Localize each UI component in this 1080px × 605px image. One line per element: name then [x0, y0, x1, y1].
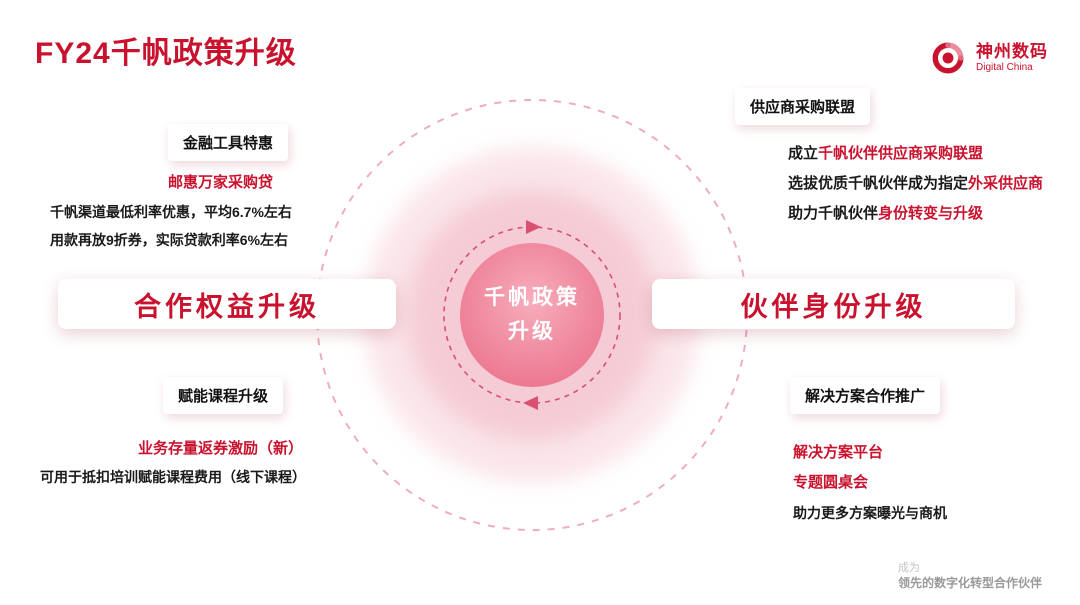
finance-detail-lines: 千帆渠道最低利率优惠，平均6.7%左右 用款再放9折券，实际贷款利率6%左右	[50, 198, 292, 254]
digital-china-logo: 神州数码 Digital China	[928, 38, 1048, 78]
detail-line: 可用于抵扣培训赋能课程费用（线下课程）	[40, 469, 306, 485]
alliance-line: 选拔优质千帆伙伴成为指定外采供应商	[788, 169, 1043, 199]
solution-header-box: 解决方案合作推广	[790, 377, 941, 414]
center-label: 千帆政策 升级	[300, 281, 764, 349]
line-prefix: 成立	[788, 145, 819, 162]
concentric-circles	[316, 99, 748, 531]
alliance-detail-lines: 成立千帆伙伴供应商采购联盟 选拔优质千帆伙伴成为指定外采供应商 助力千帆伙伴身份…	[788, 139, 1043, 229]
finance-header-box: 金融工具特惠	[168, 124, 289, 161]
center-label-line2: 升级	[508, 320, 556, 343]
finance-subtitle: 邮惠万家采购贷	[168, 174, 274, 191]
line-prefix: 选拔优质千帆伙伴成为指定	[788, 175, 969, 192]
detail-line: 千帆渠道最低利率优惠，平均6.7%左右	[50, 204, 292, 220]
line-highlight: 身份转变与升级	[878, 205, 984, 222]
clockwise-arrow-top-icon	[526, 220, 541, 234]
benefits-upgrade-pill: 合作权益升级	[58, 279, 396, 329]
footer-line2: 领先的数字化转型合作伙伴	[898, 576, 1043, 590]
center-diagram: 千帆政策 升级	[300, 80, 764, 550]
footer-tagline: 成为 领先的数字化转型合作伙伴	[898, 561, 1042, 591]
line-highlight: 外采供应商	[968, 175, 1044, 192]
identity-upgrade-pill: 伙伴身份升级	[652, 279, 1015, 329]
logo-text: 神州数码 Digital China	[976, 42, 1048, 73]
alliance-line: 成立千帆伙伴供应商采购联盟	[788, 139, 1043, 169]
page-title: FY24千帆政策升级	[35, 37, 297, 70]
digital-china-swirl-icon	[932, 42, 964, 74]
line-prefix: 助力千帆伙伴	[788, 205, 879, 222]
course-detail-lines: 可用于抵扣培训赋能课程费用（线下课程）	[40, 463, 306, 491]
center-label-line1: 千帆政策	[484, 286, 580, 309]
alliance-line: 助力千帆伙伴身份转变与升级	[788, 199, 1043, 229]
center-circle	[460, 243, 604, 387]
footer-line1: 成为	[898, 562, 920, 574]
course-subtitle: 业务存量返券激励（新）	[138, 440, 304, 457]
line-highlight: 千帆伙伴供应商采购联盟	[818, 145, 984, 162]
course-header-box: 赋能课程升级	[163, 377, 284, 414]
detail-line: 用款再放9折券，实际贷款利率6%左右	[50, 232, 289, 248]
logo-subtitle: Digital China	[976, 62, 1033, 74]
detail-line: 助力更多方案曝光与商机	[793, 505, 947, 521]
solution-platform-highlight: 解决方案平台	[793, 444, 884, 461]
solution-detail-lines: 助力更多方案曝光与商机	[793, 499, 947, 527]
clockwise-arrow-bottom-icon	[523, 396, 538, 410]
supplier-alliance-header-box: 供应商采购联盟	[735, 88, 871, 125]
logo-name: 神州数码	[976, 42, 1048, 62]
roundtable-highlight: 专题圆桌会	[793, 474, 869, 491]
